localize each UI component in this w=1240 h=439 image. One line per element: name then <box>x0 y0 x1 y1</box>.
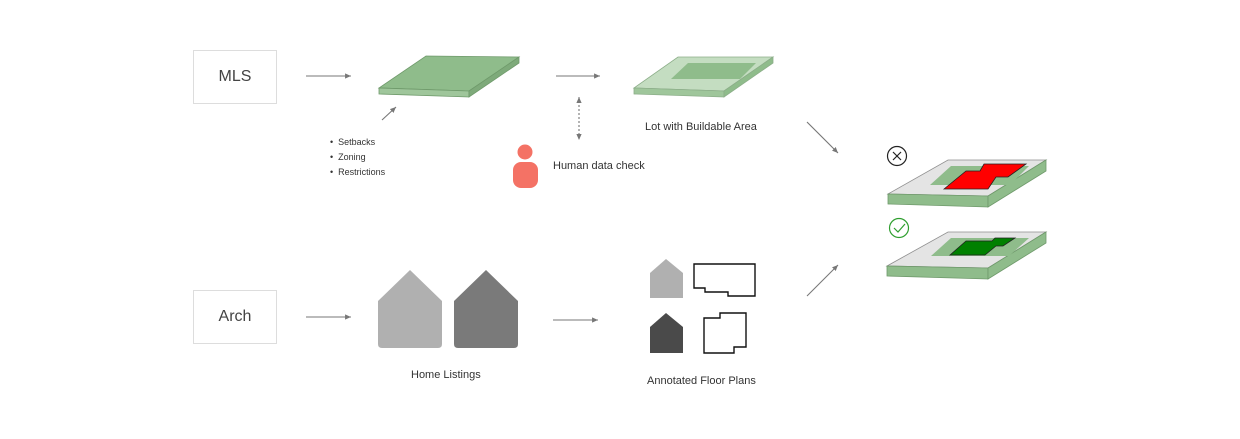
person-icon <box>513 144 538 188</box>
human-check-label: Human data check <box>553 160 645 172</box>
raw-lot-slab <box>377 55 521 98</box>
check-circle-icon <box>888 217 910 239</box>
result-lot-fail <box>886 159 1048 208</box>
home-icon-dark <box>454 270 518 348</box>
arrow-plans-to-results <box>806 264 839 297</box>
criteria-item-zoning: Zoning <box>330 151 385 166</box>
arrow-buildable-to-results <box>806 121 839 154</box>
mls-label: MLS <box>218 68 252 85</box>
floor-plan-outline-1 <box>693 263 756 297</box>
footprint-fail <box>942 163 1028 190</box>
home-icon-small-light <box>650 259 683 298</box>
result-lot-pass <box>885 231 1048 280</box>
footprint-pass <box>948 237 1017 256</box>
mls-source-box: MLS <box>193 50 277 104</box>
floor-plan-outline-2 <box>703 312 747 354</box>
home-listings-label: Home Listings <box>411 369 481 381</box>
arrow-criteria-to-lot <box>381 106 397 121</box>
criteria-item-setbacks: Setbacks <box>330 136 385 151</box>
arch-source-box: Arch <box>193 290 277 344</box>
floor-plans-label: Annotated Floor Plans <box>647 375 756 387</box>
home-icon-light <box>378 270 442 348</box>
lot-buildable-label: Lot with Buildable Area <box>645 121 757 133</box>
criteria-list: Setbacks Zoning Restrictions <box>330 136 385 181</box>
buildable-area <box>671 63 756 79</box>
arch-label: Arch <box>218 308 252 325</box>
home-icon-small-dark <box>650 313 683 353</box>
buildable-lot-slab <box>632 56 775 98</box>
criteria-item-restrictions: Restrictions <box>330 166 385 181</box>
x-circle-icon <box>886 145 908 167</box>
